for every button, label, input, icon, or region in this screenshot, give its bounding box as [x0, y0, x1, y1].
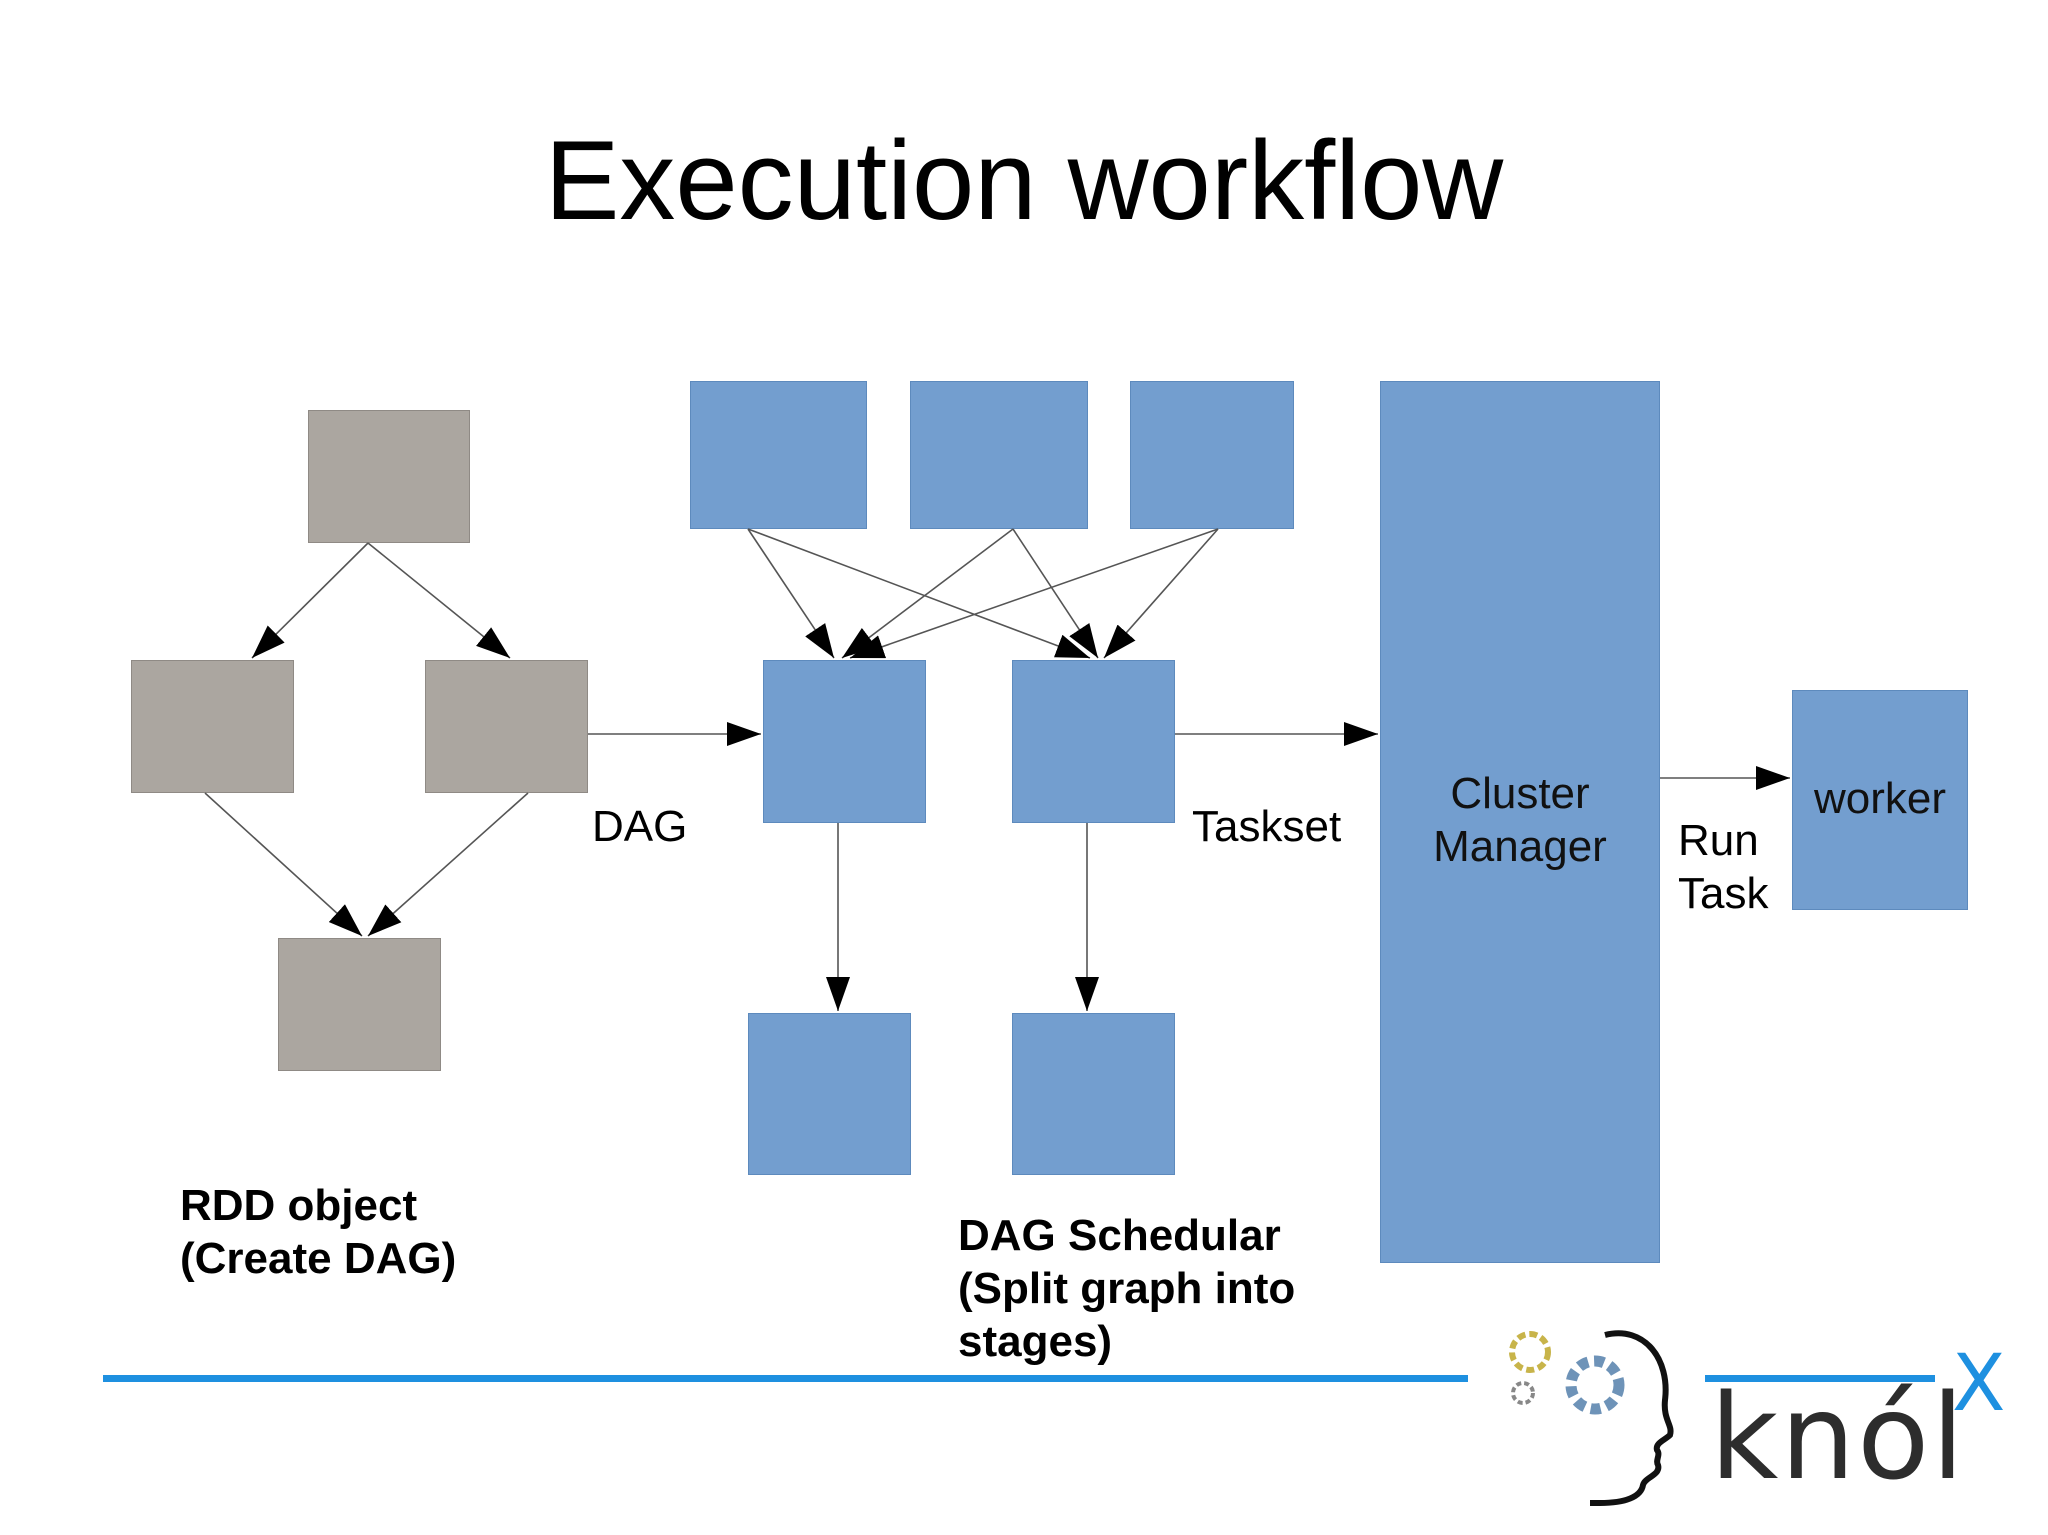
edge-left-bottom — [204, 792, 363, 937]
scheduler-caption-line-3: stages) — [958, 1316, 1113, 1366]
footer-rule-left — [103, 1375, 1468, 1382]
edge-t2-m1 — [841, 528, 1014, 659]
stage-mid-1 — [763, 660, 926, 823]
edge-t1-m2 — [747, 528, 1091, 659]
scheduler-caption-line-2: (Split graph into — [958, 1263, 1296, 1313]
rdd-node-left — [131, 660, 294, 793]
edge-t2-m2 — [1012, 528, 1099, 659]
knolx-logo-icon — [1509, 1330, 1674, 1506]
edge-root-right — [367, 542, 511, 659]
edge-right-bottom — [367, 792, 529, 937]
stage-top-1 — [690, 381, 867, 529]
dag-scheduler-caption: DAG Schedular (Split graph into stages) — [958, 1210, 1295, 1368]
logo-superscript: X — [1952, 1339, 2006, 1429]
edge-t1-m1 — [747, 528, 835, 659]
rdd-node-right — [425, 660, 588, 793]
rdd-caption-line-1: RDD object — [180, 1181, 418, 1230]
edge-root-left — [251, 542, 369, 659]
cluster-manager-box — [1380, 381, 1660, 1263]
run-task-label: Run Task — [1678, 816, 1769, 918]
cluster-manager-label: Cluster Manager — [1380, 768, 1660, 874]
rdd-node-bottom — [278, 938, 441, 1071]
edge-t3-m2 — [1103, 528, 1219, 659]
worker-label: worker — [1792, 773, 1968, 826]
dag-label: DAG — [592, 802, 688, 851]
stage-top-3 — [1130, 381, 1294, 529]
stage-top-2 — [910, 381, 1088, 529]
stage-bottom-1 — [748, 1013, 911, 1175]
scheduler-caption-line-1: DAG Schedular — [958, 1211, 1281, 1260]
rdd-caption-line-2: (Create DAG) — [180, 1233, 457, 1283]
rdd-object-caption: RDD object (Create DAG) — [180, 1180, 456, 1286]
worker-box — [1792, 690, 1968, 910]
taskset-label: Taskset — [1192, 802, 1342, 851]
logo-wordmark: knól — [1710, 1368, 1967, 1506]
stage-bottom-2 — [1012, 1013, 1175, 1175]
slide-title: Execution workflow — [544, 118, 1504, 243]
worker-text: worker — [1813, 774, 1947, 823]
stage-mid-2 — [1012, 660, 1175, 823]
edge-t3-m1 — [849, 528, 1219, 659]
cluster-manager-text: Cluster Manager — [1433, 769, 1607, 871]
footer-rule-right — [1705, 1375, 1935, 1382]
rdd-node-root — [308, 410, 470, 543]
